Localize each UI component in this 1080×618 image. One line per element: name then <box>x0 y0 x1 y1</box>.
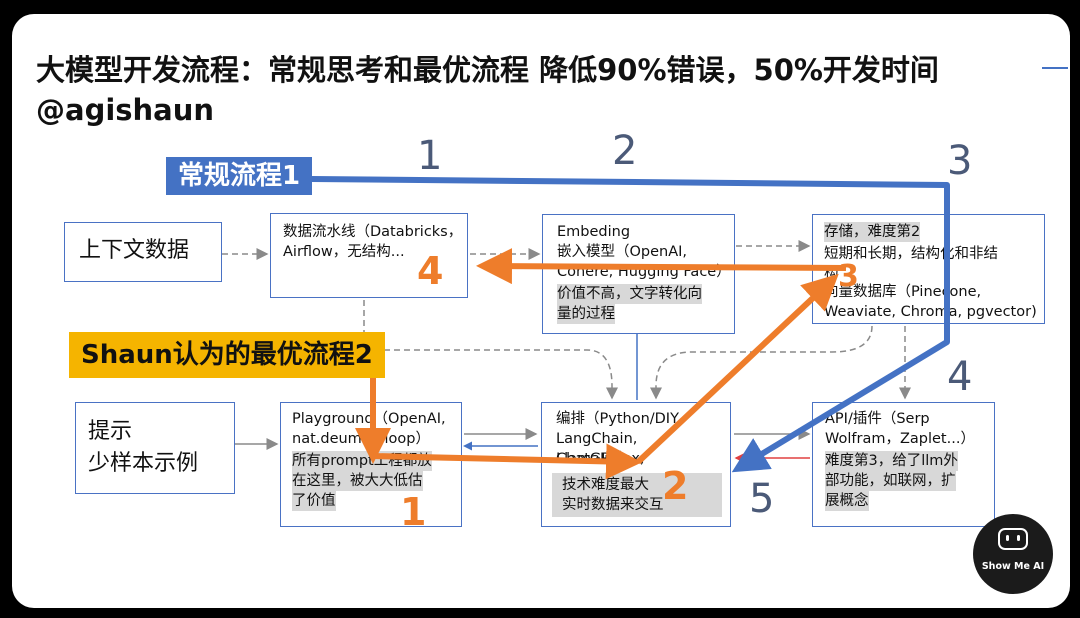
page-title: 大模型开发流程：常规思考和最优流程 降低90%错误，50%开发时间 @agish… <box>36 50 939 130</box>
storage-line-1: 存储，难度第2 <box>824 222 921 242</box>
playground-line-1: Playground（OpenAI, <box>292 411 446 427</box>
api-line-1: API/插件（Serp <box>825 411 930 427</box>
optimal-flow-tag: Shaun认为的最优流程2 <box>69 332 385 378</box>
api-plugin-box: API/插件（Serp Wolfram，Zaplet...） 难度第3，给了ll… <box>812 402 995 527</box>
show-me-ai-logo: Show Me AI <box>973 514 1053 594</box>
embedding-line-5: 量的过程 <box>557 304 615 324</box>
storage-line-5: Weaviate, Chroma, pgvector) <box>824 304 1037 320</box>
conventional-flow-arrow <box>311 176 950 473</box>
optimal-step-2: 2 <box>662 464 689 508</box>
storage-to-orchestration-line <box>650 325 873 400</box>
title-line-2: @agishaun <box>36 93 215 127</box>
prompt-label: 提示 <box>88 419 133 444</box>
title-dash <box>1042 67 1068 69</box>
storage-box: 存储，难度第2 短期和长期，结构化和非结 构 向量数据库（Pinecone, W… <box>812 214 1045 324</box>
optimal-flow-arrow-up <box>635 273 839 465</box>
step-number-5: 5 <box>749 476 775 522</box>
conventional-flow-tag: 常规流程1 <box>166 157 313 195</box>
slide: 大模型开发流程：常规思考和最优流程 降低90%错误，50%开发时间 @agish… <box>12 14 1070 608</box>
api-line-3: 难度第3，给了llm外 <box>825 451 958 471</box>
pipeline-line-1: 数据流水线（Databricks， <box>283 224 463 240</box>
optimal-step-1: 1 <box>400 490 427 534</box>
optimal-flow-arrow-right <box>372 443 642 480</box>
step-number-2: 2 <box>612 128 638 174</box>
pipeline-line-2: Airflow，无结构... <box>283 244 405 260</box>
embedding-line-1: Embeding <box>557 224 631 240</box>
orchestration-line-4: 技术难度最大 <box>562 477 649 493</box>
orchestration-line-5: 实时数据来交互 <box>562 497 664 513</box>
optimal-flow-arrow-left <box>476 248 847 285</box>
playground-line-4: 在这里，被大大低估 <box>292 471 423 491</box>
data-pipeline-box: 数据流水线（Databricks， Airflow，无结构... <box>270 213 468 298</box>
pipeline-to-orchestration-line <box>363 300 618 400</box>
logo-text: Show Me AI <box>981 561 1045 572</box>
step-number-4: 4 <box>947 354 973 400</box>
title-line-1: 大模型开发流程：常规思考和最优流程 降低90%错误，50%开发时间 <box>36 53 939 87</box>
flow-arrows <box>222 176 950 480</box>
embedding-line-2: 嵌入模型（OpenAI, <box>557 244 688 260</box>
robot-eye-left <box>1006 535 1009 541</box>
api-line-4: 部功能，如联网，扩 <box>825 471 956 491</box>
embedding-line-4: 价值不高，文字转化向 <box>557 284 702 304</box>
api-line-5: 展概念 <box>825 491 869 511</box>
optimal-step-3: 3 <box>838 259 859 294</box>
step-number-3: 3 <box>947 138 973 184</box>
orchestration-highlight <box>552 473 722 517</box>
storage-line-4: 向量数据库（Pinecone, <box>824 284 982 300</box>
playground-line-5: 了价值 <box>292 491 336 511</box>
robot-eye-right <box>1017 535 1020 541</box>
orchestration-line-1: 编排（Python/DIY, <box>556 411 684 427</box>
robot-icon <box>998 528 1028 550</box>
storage-line-2: 短期和长期，结构化和非结 <box>824 246 998 262</box>
optimal-step-4: 4 <box>417 249 444 293</box>
context-data-label: 上下文数据 <box>79 238 190 263</box>
step-number-1: 1 <box>417 133 443 179</box>
context-data-box: 上下文数据 <box>64 222 222 282</box>
prompt-box: 提示 少样本示例 <box>75 402 235 494</box>
embedding-box: Embeding 嵌入模型（OpenAI, Cohere, Hugging Fa… <box>542 214 735 334</box>
few-shot-label: 少样本示例 <box>88 451 199 476</box>
api-line-2: Wolfram，Zaplet...） <box>825 431 975 447</box>
